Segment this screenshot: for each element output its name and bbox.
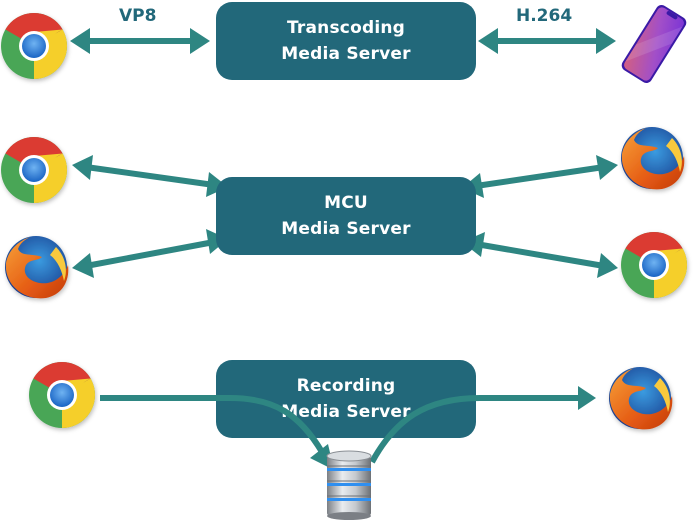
- bidirectional-arrow-vp8: [70, 28, 210, 54]
- bidirectional-arrow-mcu-bottom-left: [72, 229, 228, 278]
- transcoding-server-box: Transcoding Media Server: [216, 2, 476, 80]
- recording-server-box: Recording Media Server: [216, 360, 476, 438]
- smartphone-icon: [621, 5, 687, 83]
- chrome-icon: [621, 231, 688, 298]
- mcu-server-label-line2: Media Server: [281, 219, 411, 239]
- firefox-icon: [5, 236, 69, 299]
- bidirectional-arrow-mcu-top-left: [72, 155, 228, 197]
- chrome-icon: [1, 136, 68, 204]
- mcu-server-box: MCU Media Server: [216, 177, 476, 255]
- bidirectional-arrow-h264: [478, 28, 616, 54]
- mcu-server-label-line1: MCU: [324, 193, 368, 213]
- firefox-icon: [609, 367, 673, 430]
- bidirectional-arrow-mcu-top-right: [462, 155, 618, 198]
- transcoding-server-label-line2: Media Server: [281, 44, 411, 64]
- row-mcu: [1, 127, 688, 299]
- transcoding-server-label-line1: Transcoding: [286, 18, 406, 38]
- chrome-icon: [29, 361, 96, 428]
- codec-label-vp8: VP8: [119, 6, 157, 26]
- recording-server-label-line2: Media Server: [281, 402, 411, 422]
- bidirectional-arrow-mcu-bottom-right: [462, 232, 618, 278]
- row-transcoding: [1, 5, 687, 83]
- recording-server-label-line1: Recording: [296, 376, 396, 396]
- firefox-icon: [621, 127, 685, 190]
- codec-label-h264: H.264: [516, 6, 573, 26]
- chrome-icon: [1, 12, 68, 80]
